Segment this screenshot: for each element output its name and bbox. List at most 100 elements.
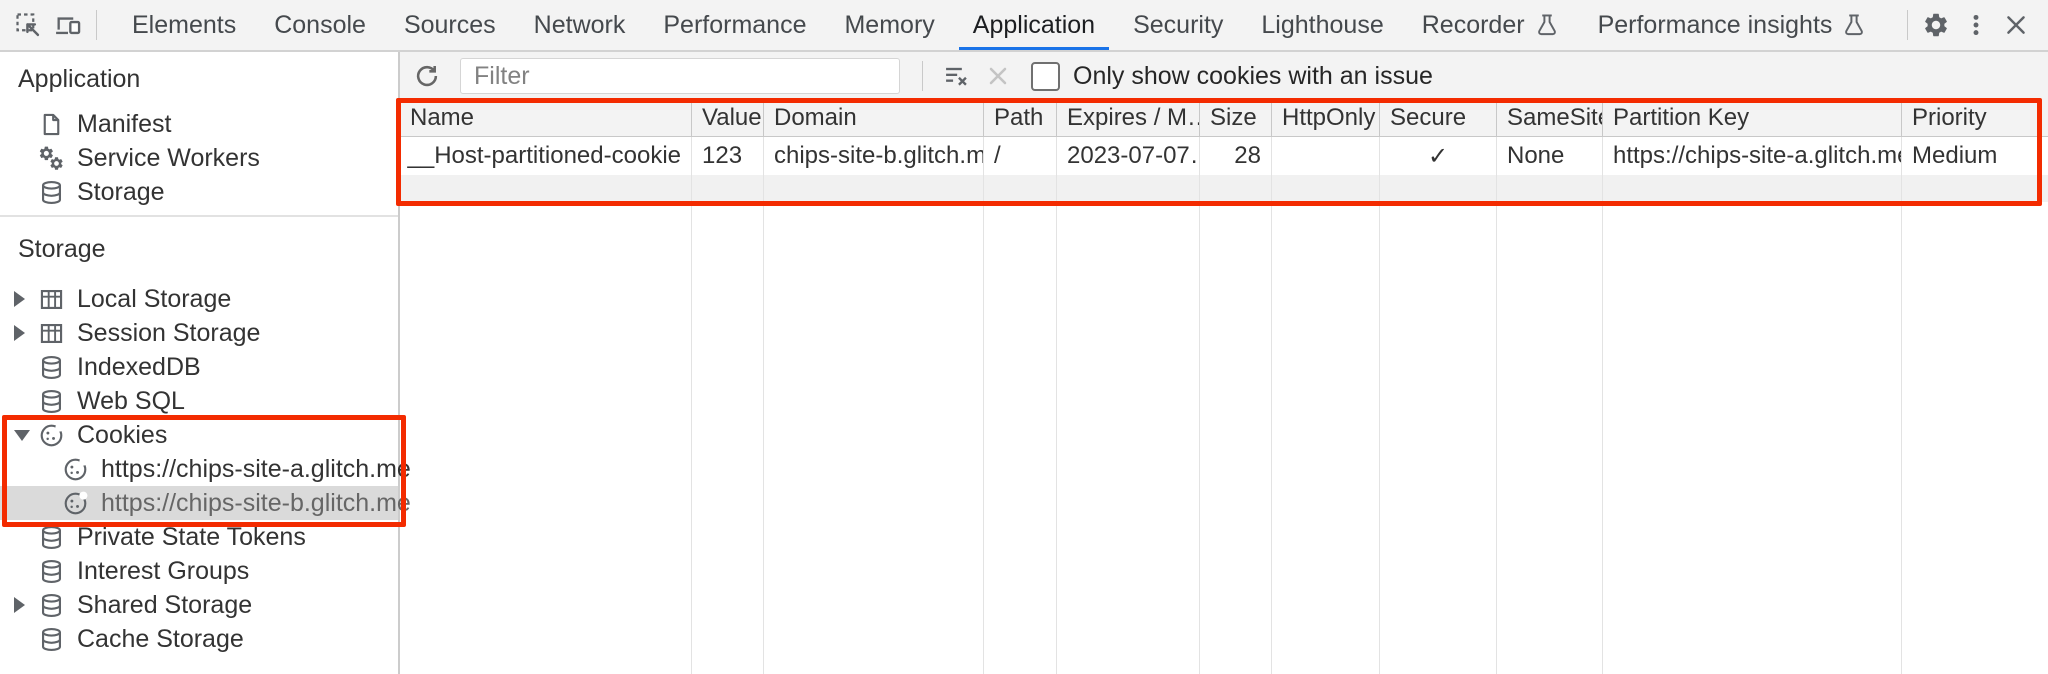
column-header-name[interactable]: Name (400, 100, 692, 137)
close-devtools-button[interactable] (1996, 5, 2036, 45)
tab-console[interactable]: Console (255, 0, 385, 50)
experiment-flask-icon (1534, 12, 1560, 38)
application-sidebar: Application Manifest Service Workers Sto… (0, 52, 411, 674)
table-grid-icon (38, 286, 65, 313)
cell-domain: chips-site-b.glitch.me (764, 137, 984, 175)
sidebar-item-web-sql[interactable]: Web SQL (0, 384, 398, 418)
sidebar-item-label: Shared Storage (77, 590, 253, 619)
sidebar-item-manifest[interactable]: Manifest (0, 107, 398, 141)
sidebar-item-service-workers[interactable]: Service Workers (0, 141, 398, 175)
tab-elements[interactable]: Elements (113, 0, 255, 50)
expand-arrow-icon[interactable] (14, 597, 38, 613)
cookie-icon (38, 422, 65, 449)
column-header-size[interactable]: Size (1200, 100, 1272, 137)
settings-button[interactable] (1916, 5, 1956, 45)
column-header-secure[interactable]: Secure (1380, 100, 1497, 137)
expand-arrow-icon[interactable] (14, 325, 38, 341)
tab-performance[interactable]: Performance (644, 0, 825, 50)
toolbar-separator (96, 10, 97, 40)
sidebar-item-interest-groups[interactable]: Interest Groups (0, 554, 398, 588)
cell-secure-checkmark: ✓ (1380, 137, 1497, 175)
column-header-path[interactable]: Path (984, 100, 1057, 137)
sidebar-item-label: Cache Storage (77, 624, 244, 653)
sidebar-item-label: Web SQL (77, 386, 185, 415)
panel-tabs: Elements Console Sources Network Perform… (113, 0, 1886, 50)
tab-security[interactable]: Security (1114, 0, 1242, 50)
sidebar-item-session-storage[interactable]: Session Storage (0, 316, 398, 350)
column-header-httponly[interactable]: HttpOnly (1272, 100, 1380, 137)
sidebar-item-private-state-tokens[interactable]: Private State Tokens (0, 520, 398, 554)
sidebar-item-shared-storage[interactable]: Shared Storage (0, 588, 398, 622)
cell-partition-key: https://chips-site-a.glitch.me (1603, 137, 1902, 175)
tab-sources[interactable]: Sources (385, 0, 515, 50)
cell-name: __Host-partitioned-cookie (400, 137, 692, 175)
column-header-value[interactable]: Value (692, 100, 764, 137)
tab-label: Network (533, 10, 626, 39)
refresh-button[interactable] (408, 57, 446, 95)
tab-recorder[interactable]: Recorder (1403, 0, 1579, 50)
x-icon (989, 67, 1007, 85)
cookie-table-row[interactable]: __Host-partitioned-cookie 123 chips-site… (400, 137, 2048, 175)
cookies-filter-bar: Only show cookies with an issue (400, 52, 2048, 100)
column-header-partition-key[interactable]: Partition Key (1603, 100, 1902, 137)
application-panel: Application Manifest Service Workers Sto… (0, 52, 2048, 674)
tab-label: Application (972, 10, 1096, 39)
delete-cookie-button[interactable] (979, 57, 1017, 95)
sidebar-item-label: Session Storage (77, 318, 261, 347)
clear-filter-button[interactable] (937, 57, 975, 95)
sidebar-item-label: Local Storage (77, 284, 232, 313)
column-header-domain[interactable]: Domain (764, 100, 984, 137)
tab-lighthouse[interactable]: Lighthouse (1242, 0, 1402, 50)
table-grid-icon (38, 320, 65, 347)
sidebar-item-cookies[interactable]: Cookies (0, 418, 398, 452)
refresh-icon (416, 65, 438, 87)
column-header-expires[interactable]: Expires / M… (1057, 100, 1200, 137)
empty-table-stripe (400, 175, 2048, 202)
sidebar-item-label: Storage (77, 177, 165, 206)
cell-size: 28 (1200, 137, 1272, 175)
sidebar-item-cookies-chips-site-a[interactable]: https://chips-site-a.glitch.me (0, 452, 411, 486)
toolbar-right-icons (1899, 0, 2048, 50)
only-issue-checkbox[interactable] (1031, 61, 1060, 91)
close-icon (2007, 16, 2025, 34)
expand-arrow-icon[interactable] (14, 291, 38, 307)
column-header-priority[interactable]: Priority (1902, 100, 2048, 137)
only-issue-label: Only show cookies with an issue (1073, 61, 1433, 90)
tab-label: Lighthouse (1261, 10, 1384, 39)
cookie-filter-input[interactable] (460, 58, 900, 94)
tab-application[interactable]: Application (954, 0, 1114, 50)
clear-filter-icon (946, 67, 967, 86)
more-options-button[interactable] (1956, 5, 1996, 45)
tab-memory[interactable]: Memory (825, 0, 953, 50)
sidebar-item-label: https://chips-site-a.glitch.me (101, 454, 411, 483)
cell-samesite: None (1497, 137, 1603, 175)
toolbar-left-icons (0, 0, 113, 50)
experiment-flask-icon (1841, 12, 1867, 38)
sidebar-item-storage[interactable]: Storage (0, 175, 398, 209)
gears-icon (38, 145, 65, 172)
database-icon (38, 179, 65, 206)
sidebar-item-cookies-chips-site-b[interactable]: https://chips-site-b.glitch.me (0, 486, 411, 520)
tab-performance-insights[interactable]: Performance insights (1579, 0, 1887, 50)
column-header-samesite[interactable]: SameSite (1497, 100, 1603, 137)
sidebar-item-indexeddb[interactable]: IndexedDB (0, 350, 398, 384)
sidebar-item-label: Interest Groups (77, 556, 250, 585)
sidebar-item-label: Service Workers (77, 143, 260, 172)
collapse-arrow-icon[interactable] (14, 429, 38, 441)
sidebar-divider (0, 215, 398, 217)
sidebar-section-application: Application (18, 65, 141, 93)
database-icon (38, 524, 65, 551)
device-toolbar-button[interactable] (48, 5, 88, 45)
database-icon (38, 354, 65, 381)
sidebar-item-local-storage[interactable]: Local Storage (0, 282, 398, 316)
sidebar-item-label: https://chips-site-b.glitch.me (101, 488, 411, 517)
devtools-toolbar: Elements Console Sources Network Perform… (0, 0, 2048, 52)
filter-bar-separator (922, 61, 923, 91)
inspect-element-button[interactable] (8, 5, 48, 45)
toolbar-separator (1907, 10, 1908, 40)
cookies-view: Only show cookies with an issue Name Val… (400, 52, 2048, 674)
sidebar-item-cache-storage[interactable]: Cache Storage (0, 622, 398, 656)
database-icon (38, 558, 65, 585)
tab-network[interactable]: Network (515, 0, 645, 50)
